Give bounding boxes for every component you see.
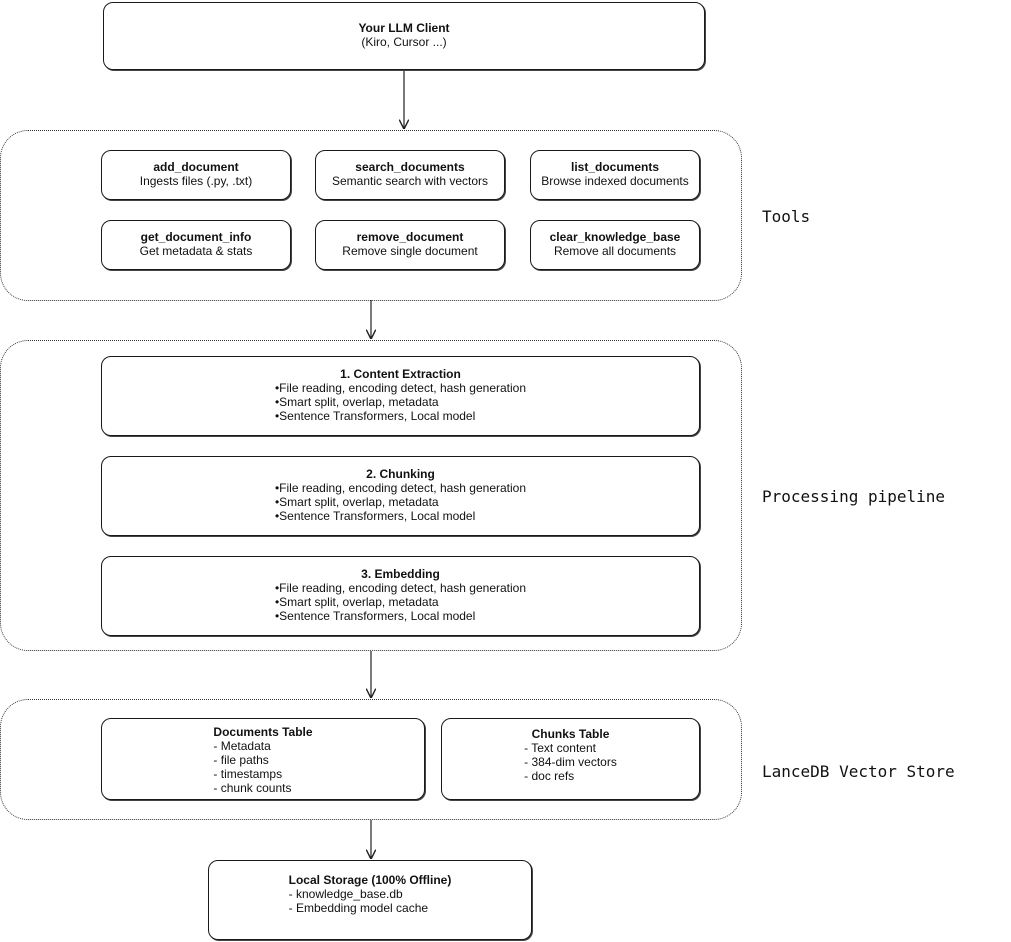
table-item: - doc refs (524, 769, 575, 783)
table-item: - file paths (213, 753, 269, 767)
tool-name: list_documents (570, 160, 660, 174)
tool-name: clear_knowledge_base (549, 230, 681, 244)
storage-item: - knowledge_base.db (288, 887, 403, 901)
chunks-table-title: Chunks Table (531, 727, 610, 741)
stage-chunking: 2. Chunking File reading, encoding detec… (101, 456, 700, 536)
tool-name: search_documents (355, 160, 465, 174)
chunks-table-items: - Text content - 384-dim vectors - doc r… (524, 741, 617, 783)
local-storage-content: Local Storage (100% Offline) - knowledge… (289, 873, 452, 915)
documents-table-content: Documents Table - Metadata - file paths … (213, 725, 312, 795)
stage-item: Smart split, overlap, metadata (275, 395, 526, 409)
stage-item: File reading, encoding detect, hash gene… (275, 481, 526, 495)
tool-name: add_document (153, 160, 239, 174)
local-storage-items: - knowledge_base.db - Embedding model ca… (289, 887, 452, 915)
tool-add-document: add_document Ingests files (.py, .txt) (101, 150, 291, 200)
table-item: - Metadata (213, 739, 271, 753)
chunks-table-content: Chunks Table - Text content - 384-dim ve… (524, 727, 617, 783)
table-item: - 384-dim vectors (524, 755, 617, 769)
pipeline-label: Processing pipeline (762, 487, 946, 506)
tool-name: remove_document (356, 230, 464, 244)
stage-item: Sentence Transformers, Local model (275, 409, 526, 423)
stage-item: Sentence Transformers, Local model (275, 609, 526, 623)
storage-item: - Embedding model cache (288, 901, 429, 915)
tool-description: Remove single document (342, 244, 478, 258)
pipeline-group (0, 340, 742, 651)
stage-item: File reading, encoding detect, hash gene… (275, 581, 526, 595)
tool-get-document-info: get_document_info Get metadata & stats (101, 220, 291, 270)
tool-name: get_document_info (140, 230, 252, 244)
table-item: - chunk counts (213, 781, 292, 795)
stage-items: File reading, encoding detect, hash gene… (275, 481, 526, 523)
tools-label: Tools (762, 207, 811, 226)
local-storage-title: Local Storage (100% Offline) (288, 873, 452, 887)
stage-item: File reading, encoding detect, hash gene… (275, 381, 526, 395)
stage-embedding: 3. Embedding File reading, encoding dete… (101, 556, 700, 636)
stage-title: 2. Chunking (366, 467, 435, 481)
stage-content-extraction: 1. Content Extraction File reading, enco… (101, 356, 700, 436)
vector-store-label: LanceDB Vector Store (762, 762, 955, 781)
stage-items: File reading, encoding detect, hash gene… (275, 381, 526, 423)
tool-search-documents: search_documents Semantic search with ve… (315, 150, 505, 200)
tool-list-documents: list_documents Browse indexed documents (530, 150, 700, 200)
stage-title: 3. Embedding (361, 567, 440, 581)
tool-remove-document: remove_document Remove single document (315, 220, 505, 270)
documents-table-title: Documents Table (213, 725, 313, 739)
stage-title: 1. Content Extraction (340, 367, 461, 381)
tools-group (0, 130, 742, 301)
tool-description: Remove all documents (553, 244, 677, 258)
table-item: - timestamps (213, 767, 283, 781)
llm-client-subtitle: (Kiro, Cursor ...) (361, 35, 447, 49)
vector-store-group (0, 699, 742, 820)
tool-description: Get metadata & stats (139, 244, 253, 258)
table-item: - Text content (524, 741, 596, 755)
chunks-table-box: Chunks Table - Text content - 384-dim ve… (441, 718, 700, 800)
stage-item: Sentence Transformers, Local model (275, 509, 526, 523)
local-storage-box: Local Storage (100% Offline) - knowledge… (208, 860, 532, 940)
stage-item: Smart split, overlap, metadata (275, 595, 526, 609)
documents-table-items: - Metadata - file paths - timestamps - c… (213, 739, 312, 795)
tool-clear-knowledge-base: clear_knowledge_base Remove all document… (530, 220, 700, 270)
stage-item: Smart split, overlap, metadata (275, 495, 526, 509)
tool-description: Semantic search with vectors (331, 174, 489, 188)
documents-table-box: Documents Table - Metadata - file paths … (101, 718, 425, 800)
llm-client-title: Your LLM Client (358, 21, 450, 35)
stage-items: File reading, encoding detect, hash gene… (275, 581, 526, 623)
tool-description: Browse indexed documents (541, 174, 689, 188)
tool-description: Ingests files (.py, .txt) (139, 174, 253, 188)
llm-client-box: Your LLM Client (Kiro, Cursor ...) (103, 2, 705, 70)
